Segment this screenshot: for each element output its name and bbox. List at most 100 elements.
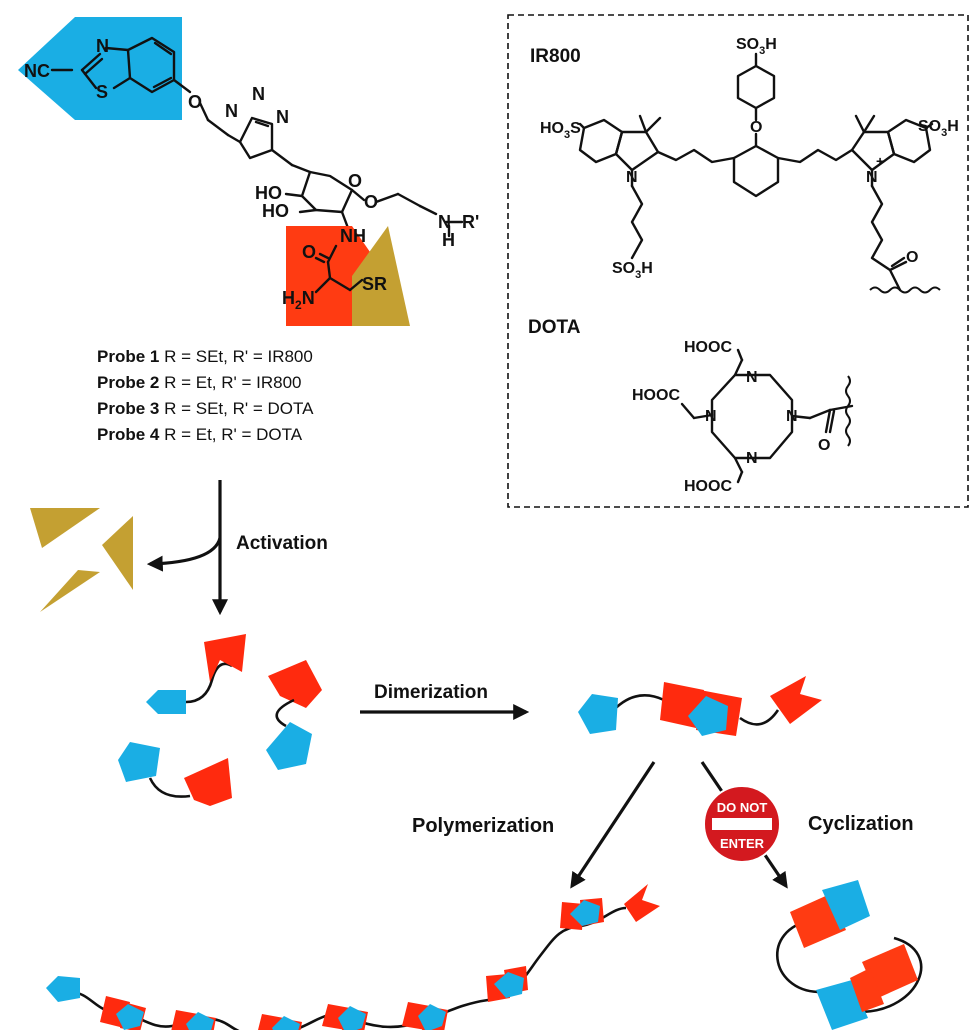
ir800-title: IR800 (530, 46, 581, 67)
cysteine-bonds (314, 244, 364, 294)
monomer-3-cyan (118, 742, 160, 782)
cyclization-label: Cyclization (808, 813, 914, 835)
polymer-unit (258, 1014, 302, 1030)
dota-hooc-top: HOOC (684, 339, 732, 356)
ir800-left-n: N (626, 169, 638, 186)
monomer-3-linker (148, 777, 191, 798)
dimer-red-right (770, 676, 822, 724)
dota-title: DOTA (528, 317, 581, 338)
gold-fragment-3 (40, 570, 100, 612)
monomer-1-linker (185, 662, 233, 704)
ho1-label: HO (255, 183, 282, 203)
probe-2-line: Probe 2 R = Et, R' = IR800 (97, 373, 302, 392)
ir800-right-n: N (866, 169, 878, 186)
polymer-chain (46, 884, 660, 1030)
benzothiazole-bonds (50, 36, 242, 144)
polymerization-arrow (570, 761, 656, 889)
ir800-right-so3h: SO3H (918, 118, 959, 139)
dimer-cyan-core (688, 696, 728, 736)
ir800-left-ho3s: HO3S (540, 120, 581, 141)
activated-monomers (118, 634, 322, 806)
polymer-cyan-start (46, 976, 80, 1002)
monomer-2-cyan (266, 722, 312, 770)
branch-step: Polymerization Cyclization DO NOT ENTER (412, 761, 914, 889)
monomer-2-red (268, 660, 322, 708)
gold-tag-shape (352, 226, 410, 326)
sugar-bonds (284, 170, 464, 238)
ring-o-label: O (348, 171, 362, 191)
probe-4-line: Probe 4 R = Et, R' = DOTA (97, 425, 303, 444)
ether-o-label: O (188, 92, 202, 112)
ir800-attach-wavy (869, 286, 941, 294)
dota-hooc-bottom: HOOC (684, 478, 732, 495)
r-prime-inset: IR800 (507, 14, 969, 508)
inset-dashed-border (507, 14, 969, 508)
dota-n-top: N (746, 369, 758, 386)
amine-label: H2N (282, 288, 315, 312)
sr-label: SR (362, 274, 387, 294)
gold-fragment-2 (102, 516, 133, 590)
triazole-n2-label: N (252, 84, 265, 104)
gold-fragment-1 (30, 508, 100, 548)
ir800-bottom-so3h: SO3H (612, 260, 653, 281)
activation-step: Activation (30, 480, 328, 616)
release-arrow (146, 537, 222, 572)
ir800-top-so3h: SO3H (736, 36, 777, 57)
ir800-bonds (578, 52, 934, 292)
ir800-plus: + (876, 153, 884, 169)
dimerization-step: Dimerization (360, 676, 822, 736)
dota-n-bottom: N (746, 450, 758, 467)
dota-n-right: N (786, 408, 798, 425)
polymerization-label: Polymerization (412, 815, 554, 837)
link-n-label: N (438, 212, 451, 232)
polymer-unit (486, 966, 528, 1002)
sign-text-top: DO NOT (717, 800, 768, 815)
cycle-linker-right (861, 936, 923, 1014)
triazole-bonds (238, 116, 312, 174)
cycle-cyan-top (822, 880, 870, 930)
sign-text-bottom: ENTER (720, 836, 765, 851)
dimerization-label: Dimerization (374, 682, 488, 703)
polymer-unit (322, 1004, 368, 1030)
ho2-label: HO (262, 201, 289, 221)
probe-3-line: Probe 3 R = SEt, R' = DOTA (97, 399, 314, 418)
activation-label: Activation (236, 533, 328, 554)
ir800-ether-o: O (750, 119, 762, 136)
dimer-cyan-left (578, 694, 618, 734)
nitrile-label: NC (24, 61, 50, 81)
ir800-carbonyl-o: O (906, 249, 918, 266)
dimer-linker-left (609, 694, 665, 715)
nh-label: NH (340, 226, 366, 246)
r-prime-label: R' (462, 212, 479, 232)
probe-structure: NC N S O N N N O HO HO O N (18, 17, 479, 444)
polymer-unit (100, 996, 146, 1030)
dimer-linker-right (739, 709, 780, 726)
link-h-label: H (442, 230, 455, 250)
polymer-unit (402, 1002, 448, 1030)
cycle-red-bottom-b (850, 968, 884, 1012)
probe-legend: Probe 1 R = SEt, R' = IR800 Probe 2 R = … (97, 347, 314, 444)
dota-hooc-left: HOOC (632, 387, 680, 404)
triazole-n3-label: N (276, 107, 289, 127)
amide-o-label: O (302, 242, 316, 262)
do-not-enter-sign: DO NOT ENTER (703, 785, 781, 863)
dota-attach-wavy (845, 375, 851, 447)
monomer-2-linker-b (275, 698, 295, 728)
polymer-unit (560, 898, 604, 930)
btz-n-label: N (96, 36, 109, 56)
probe-1-line: Probe 1 R = SEt, R' = IR800 (97, 347, 313, 366)
btz-s-label: S (96, 82, 108, 102)
cycle-cyan-bottom (816, 980, 868, 1030)
monomer-3-red (184, 758, 232, 806)
link-o-label: O (364, 192, 378, 212)
monomer-1-red (204, 634, 246, 682)
polymer-unit (171, 1010, 216, 1030)
dota-n-left: N (705, 408, 717, 425)
polymer-red-end (624, 884, 660, 922)
cyclic-dimer (775, 880, 923, 1030)
dota-carbonyl-o: O (818, 437, 830, 454)
monomer-1-cyan (146, 690, 186, 714)
triazole-n1-label: N (225, 101, 238, 121)
